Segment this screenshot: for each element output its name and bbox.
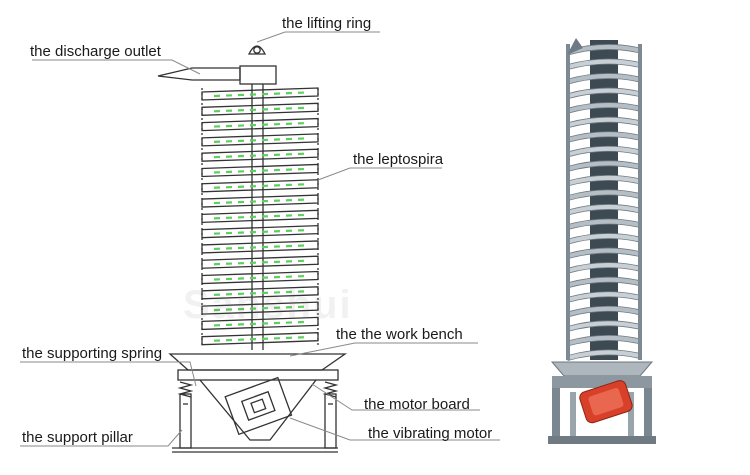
flow-mark xyxy=(213,320,307,327)
spiral-turn xyxy=(201,301,319,315)
photo-frame-post-right xyxy=(638,44,642,360)
flow-mark xyxy=(213,121,307,128)
flow-mark xyxy=(213,152,307,159)
label-motor-board: the motor board xyxy=(364,396,470,413)
spiral-turn xyxy=(201,87,319,101)
spiral-turn xyxy=(201,316,319,331)
flow-mark xyxy=(213,198,307,205)
label-discharge-outlet: the discharge outlet xyxy=(30,43,161,60)
spiral-turn xyxy=(201,102,319,116)
flow-mark xyxy=(213,305,307,312)
flow-mark xyxy=(213,183,307,189)
flow-mark xyxy=(213,229,307,235)
flow-mark xyxy=(213,290,307,296)
elevator-line-drawing xyxy=(157,45,348,453)
watermark: Sanshui xyxy=(183,283,353,327)
leptospira-part xyxy=(201,87,319,348)
photo-spiral xyxy=(566,40,642,361)
label-leader-lines xyxy=(20,31,500,447)
top-cap-part xyxy=(239,65,277,85)
support-pillar-part xyxy=(179,393,337,449)
supporting-spring-part xyxy=(177,381,339,398)
spiral-turn xyxy=(201,224,319,239)
label-leptospira: the leptospira xyxy=(353,151,444,168)
spiral-turn xyxy=(201,117,319,132)
spiral-turn xyxy=(201,332,319,346)
spiral-turn xyxy=(201,148,319,162)
flow-mark xyxy=(213,244,307,251)
work-bench-part xyxy=(168,353,348,371)
spiral-turn xyxy=(201,270,319,285)
label-work-bench: the the work bench xyxy=(336,326,463,343)
flow-mark xyxy=(213,167,307,174)
label-vibrating-motor: the vibrating motor xyxy=(368,425,493,442)
motor-board-part xyxy=(199,379,317,441)
spiral-turn xyxy=(201,179,319,193)
label-support-pillar: the support pillar xyxy=(22,429,133,446)
photo-frame-post-left xyxy=(566,44,570,360)
photo-vibrating-motor xyxy=(579,380,633,424)
spiral-turn xyxy=(201,194,319,208)
base-top-rail xyxy=(177,369,339,381)
flow-mark xyxy=(213,213,307,220)
spiral-turn xyxy=(201,133,319,147)
flow-mark xyxy=(213,137,307,143)
flow-mark xyxy=(213,259,307,266)
spiral-turn xyxy=(201,240,319,254)
label-supporting-spring: the supporting spring xyxy=(22,345,163,362)
elevator-photo xyxy=(548,38,656,444)
vibrating-motor-part xyxy=(224,376,293,436)
flow-mark xyxy=(213,106,307,113)
flow-mark xyxy=(213,274,307,281)
spiral-turn xyxy=(201,163,319,178)
lifting-ring-part xyxy=(247,45,267,55)
flow-mark xyxy=(213,91,307,98)
spiral-turn xyxy=(201,209,319,224)
label-lifting-ring: the lifting ring xyxy=(282,15,372,32)
spiral-turn xyxy=(201,255,319,269)
flow-mark xyxy=(213,336,307,342)
